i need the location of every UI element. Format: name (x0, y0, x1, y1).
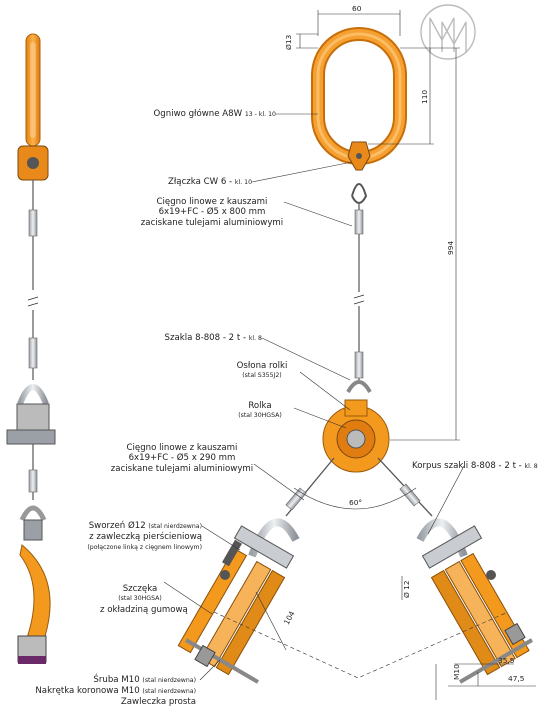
master-link-label: Ogniwo główne A8W 13 - kl. 10 (153, 109, 276, 119)
dimension-lines (213, 10, 536, 700)
jaw-label: Szczęka(stal 30HGSA)z okładziną gumową (100, 584, 188, 615)
clamp-left (177, 518, 300, 684)
rope-short-right (377, 457, 433, 517)
rope-short-left (285, 457, 335, 517)
dim-link-length: 110 (420, 89, 429, 104)
roller-cover-label: Osłona rolki(stal S355J2) (236, 361, 288, 380)
dim-w1: 35,5 (498, 656, 515, 665)
dim-pin-dia: Ø 12 (402, 580, 411, 598)
side-view (6, 33, 56, 664)
rope-long (346, 183, 372, 394)
roller-assembly (322, 399, 390, 473)
mm-logo-icon (420, 4, 476, 60)
shackle-body-label: Korpus szakli 8-808 - 2 t - kl. 8 (412, 461, 538, 471)
dim-total-height: 994 (446, 240, 455, 255)
connector-label: Złączka CW 6 - kl. 10 (167, 177, 252, 187)
bolt-label: Śruba M10 (stal nierdzewna) (93, 675, 196, 685)
master-link (311, 27, 407, 165)
nut-label: Nakrętka koronowa M10 (stal nierdzewna) (35, 686, 196, 696)
roller-label: Rolka(stal 30HGSA) (238, 401, 282, 420)
pin-label: Sworzeń Ø12 (stal nierdzewna) z zawleczk… (87, 521, 202, 551)
dim-angle: 60° (349, 498, 363, 507)
dim-link-wire: Ø13 (284, 34, 293, 50)
shackle-top-label: Szakla 8-808 - 2 t - kl. 8 (164, 333, 262, 343)
clamp-right (416, 518, 534, 684)
dim-link-width: 60 (352, 4, 362, 13)
connector-cw6 (347, 141, 371, 171)
dim-bolt: M10 (452, 664, 461, 680)
split-pin-label: Zawleczka prosta (120, 697, 196, 707)
leader-lines (163, 113, 465, 681)
dim-w2: 47,5 (508, 674, 525, 683)
